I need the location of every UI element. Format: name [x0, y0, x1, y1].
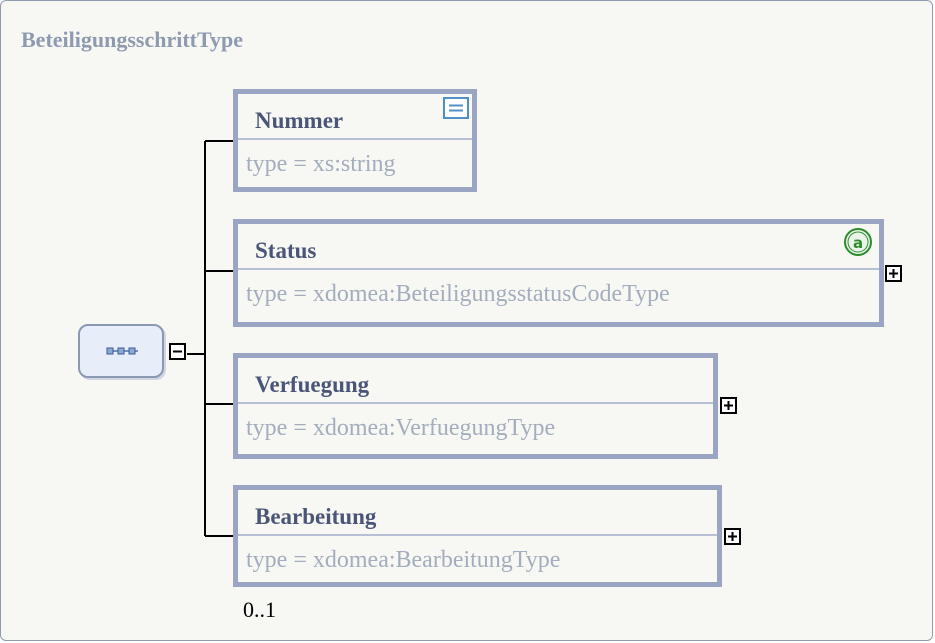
plus-icon [724, 401, 733, 410]
element-header: Verfuegung [238, 358, 713, 404]
collapse-toggle[interactable] [169, 343, 186, 360]
expand-toggle-bearbeitung[interactable] [724, 528, 741, 545]
minus-icon [173, 350, 182, 353]
element-name: Verfuegung [255, 372, 370, 397]
element-type: type = xdomea:BeteiligungsstatusCodeType [246, 281, 670, 307]
expand-toggle-verfuegung[interactable] [720, 397, 737, 414]
element-header: Bearbeitung [238, 490, 717, 536]
attributes-icon: a [844, 228, 872, 256]
element-name: Nummer [255, 108, 344, 133]
diagram-title: BeteiligungsschrittType [21, 27, 244, 52]
plus-icon [889, 269, 898, 278]
svg-text:a: a [853, 234, 863, 252]
element-verfuegung[interactable]: Verfuegung type = xdomea:VerfuegungType [233, 353, 718, 459]
element-status[interactable]: Status a type = xdomea:Beteiligungsstatu… [233, 219, 884, 327]
element-type: type = xs:string [246, 151, 396, 177]
element-type: type = xdomea:BearbeitungType [246, 547, 561, 573]
element-name: Status [255, 238, 317, 263]
sequence-compositor[interactable] [78, 324, 164, 378]
element-type: type = xdomea:VerfuegungType [246, 415, 556, 441]
element-header: Status a [238, 224, 879, 270]
plus-icon [728, 532, 737, 541]
element-nummer[interactable]: Nummer type = xs:string [233, 89, 477, 192]
element-name: Bearbeitung [255, 504, 377, 529]
sequence-icon [106, 347, 138, 355]
element-bearbeitung[interactable]: Bearbeitung type = xdomea:BearbeitungTyp… [233, 485, 722, 587]
occurrence-label: 0..1 [243, 597, 276, 622]
expand-toggle-status[interactable] [885, 265, 902, 282]
element-header: Nummer [238, 94, 472, 140]
simple-type-icon [443, 97, 469, 119]
